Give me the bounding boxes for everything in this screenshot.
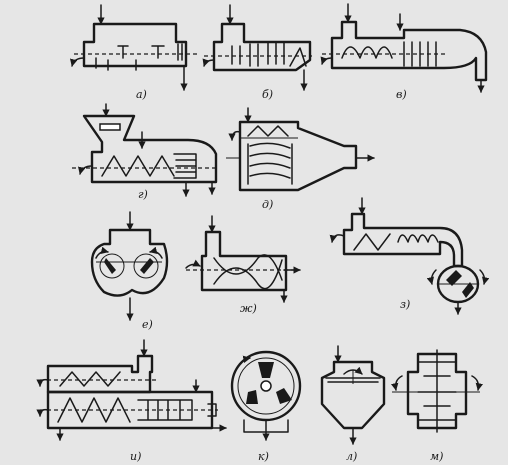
extruder-i (36, 339, 227, 441)
label-k: к) (258, 450, 269, 463)
label-v: в) (396, 88, 407, 101)
extruder-g (72, 103, 218, 197)
label-a: а) (136, 88, 147, 101)
label-z: з) (400, 298, 410, 311)
label-m: м) (430, 450, 443, 463)
mixer-zh (185, 215, 301, 303)
label-d: д) (262, 198, 273, 211)
mixer-l (320, 345, 386, 445)
label-e: е) (142, 318, 153, 331)
label-g: г) (138, 188, 148, 201)
mixer-m (391, 349, 483, 433)
mixer-d (226, 107, 375, 192)
label-i: и) (130, 450, 141, 463)
mixer-e (90, 211, 169, 321)
label-l: л) (346, 450, 357, 463)
mixer-a (70, 4, 198, 91)
extruder-v (320, 3, 488, 93)
mixer-k (230, 350, 302, 441)
label-b: б) (262, 88, 273, 101)
mixer-b (202, 4, 312, 91)
label-zh: ж) (240, 302, 257, 315)
mixer-z (329, 197, 490, 315)
